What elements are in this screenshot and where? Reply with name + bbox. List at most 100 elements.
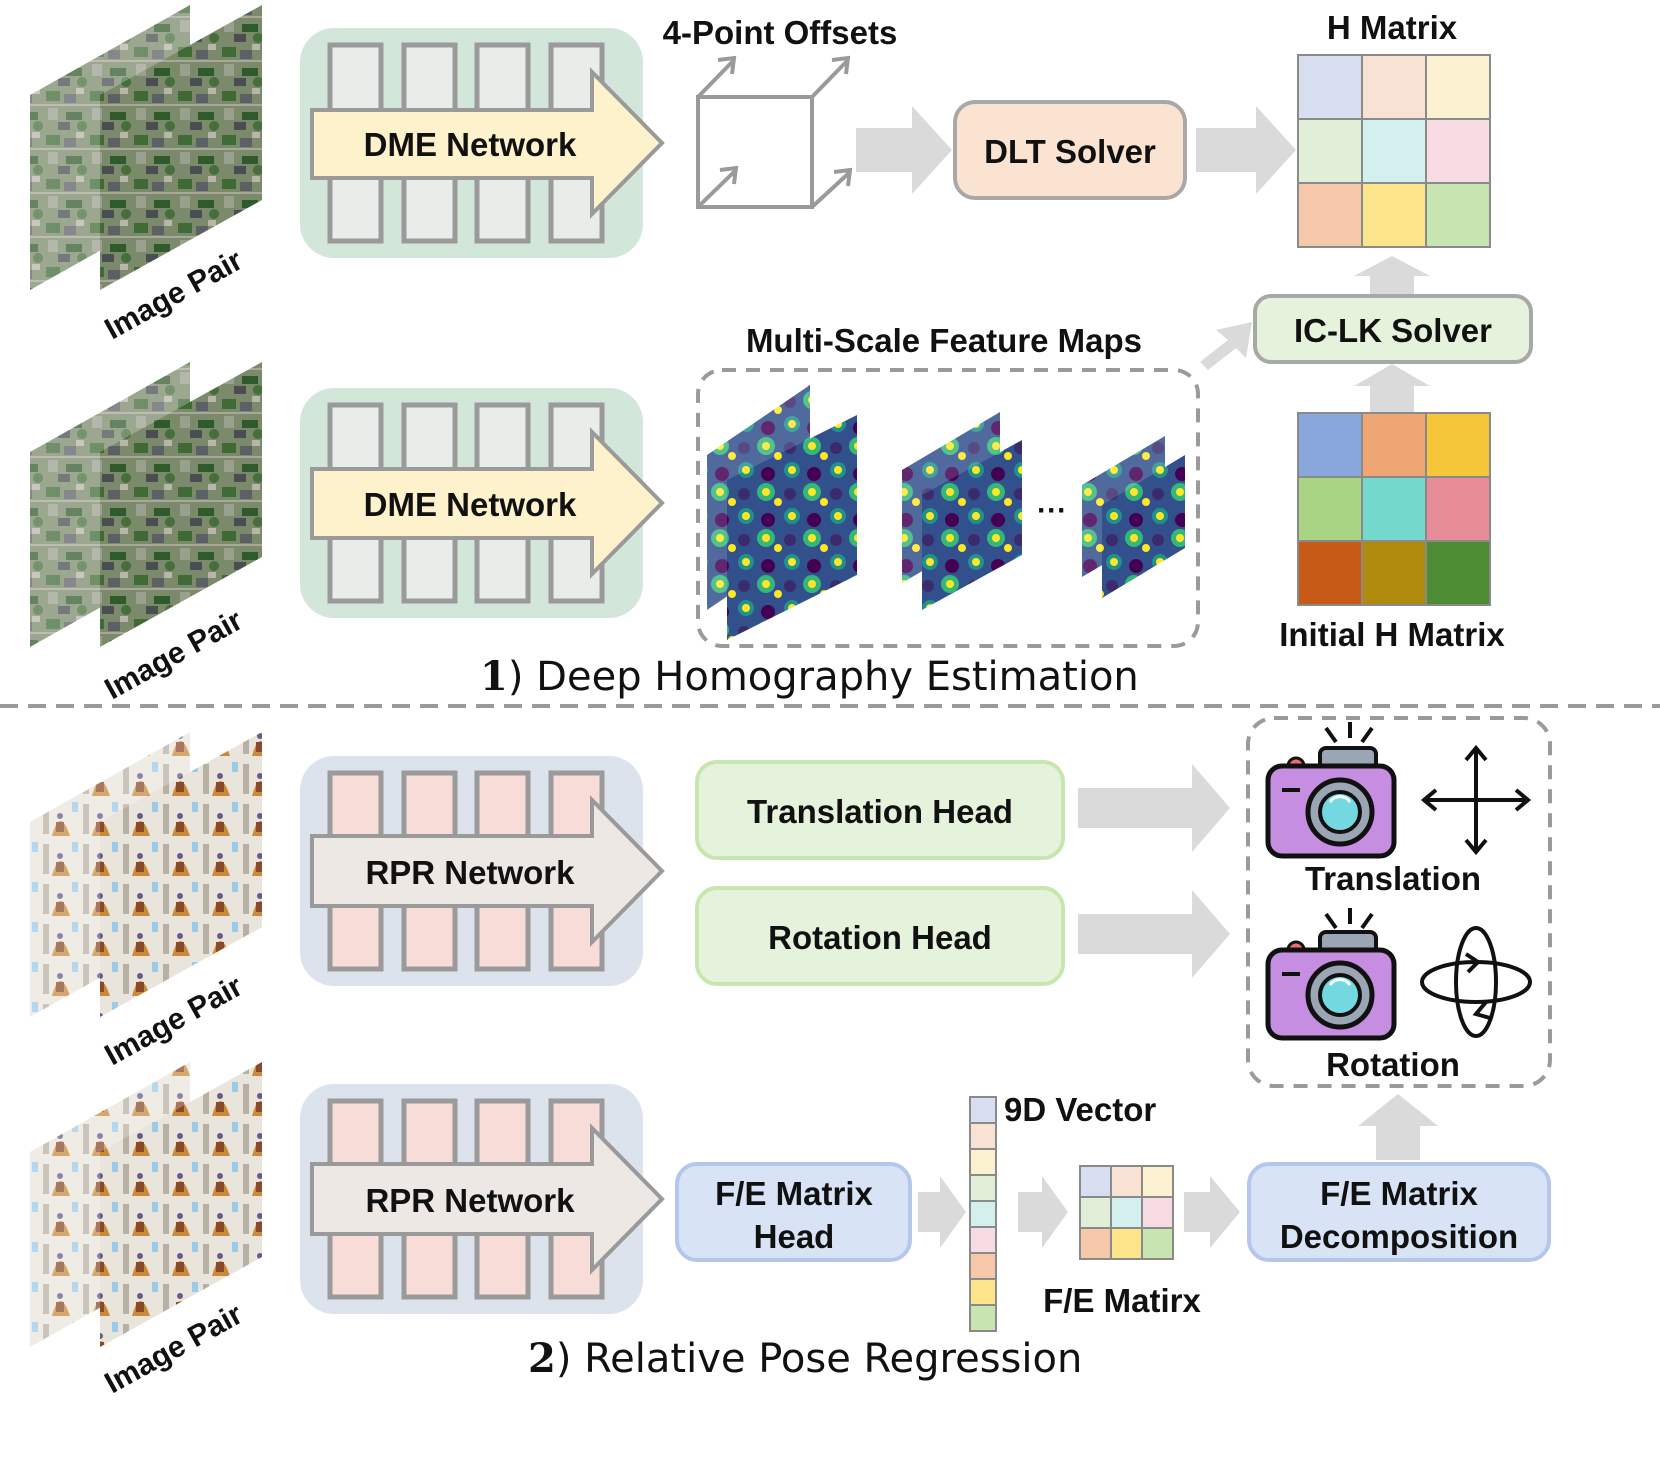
dme-network-block-top: DME Network	[300, 28, 665, 258]
matrix-cell	[1079, 1227, 1112, 1260]
rpr-network-label: RPR Network	[365, 1182, 575, 1219]
fe-matrix-head-box	[675, 1162, 912, 1262]
dme-network-block-bottom: DME Network	[300, 388, 665, 618]
matrix-cell	[1361, 54, 1427, 120]
matrix-cell	[1425, 54, 1491, 120]
matrix-cell	[969, 1148, 997, 1176]
matrix-cell	[1110, 1227, 1143, 1260]
network-arrow	[310, 67, 665, 219]
matrix-cell	[969, 1226, 997, 1254]
network-arrow	[310, 795, 665, 947]
translation-head-box	[695, 760, 1065, 860]
arrow-to-pose-output	[1358, 1094, 1438, 1160]
matrix-cell	[969, 1122, 997, 1150]
network-arrow	[310, 1123, 665, 1275]
rpr-network-label: RPR Network	[365, 854, 575, 891]
9d-vector-column	[969, 1096, 997, 1332]
arrow-to-decomposition	[1184, 1176, 1240, 1248]
dme-network-label: DME Network	[364, 126, 577, 163]
ellipsis: ···	[1037, 494, 1067, 527]
matrix-cell	[1079, 1196, 1112, 1229]
initial-h-matrix-label: Initial H Matrix	[1279, 616, 1505, 653]
rotation-head-label: Rotation Head	[768, 919, 992, 956]
matrix-cell	[1110, 1196, 1143, 1229]
translation-axes-icon	[1420, 744, 1532, 856]
iclk-solver-box	[1253, 294, 1533, 364]
rotation-axes-icon	[1420, 926, 1532, 1038]
arrow-to-h-matrix	[1196, 106, 1296, 194]
section-2-caption: 2) Relative Pose Regression	[528, 1335, 1082, 1382]
dme-network-label: DME Network	[364, 486, 577, 523]
matrix-cell	[1425, 412, 1491, 478]
matrix-cell	[1141, 1227, 1174, 1260]
four-point-offsets-label: 4-Point Offsets	[663, 14, 898, 51]
arrow-to-iclk	[1200, 322, 1252, 370]
matrix-cell	[1425, 540, 1491, 606]
h-matrix-label: H Matrix	[1327, 9, 1458, 46]
rotation-head-box	[695, 886, 1065, 986]
feature-maps-frame	[696, 368, 1200, 648]
feature-map-medium	[902, 412, 1022, 610]
9d-vector-label: 9D Vector	[1004, 1091, 1156, 1128]
matrix-cell	[1425, 476, 1491, 542]
translation-label: Translation	[1305, 860, 1481, 897]
arrow-to-9d-vector	[918, 1176, 966, 1248]
image-pair-aerial-bottom	[30, 362, 262, 647]
rpr-network-block-bottom: RPR Network	[300, 1084, 665, 1314]
matrix-cell	[1297, 540, 1363, 606]
matrix-cell	[1141, 1196, 1174, 1229]
rotation-label: Rotation	[1326, 1046, 1460, 1083]
fe-decomposition-line2: Decomposition	[1280, 1218, 1518, 1255]
matrix-cell	[1297, 182, 1363, 248]
matrix-cell	[1297, 54, 1363, 120]
image-pair-aerial-top	[30, 5, 262, 290]
h-matrix-grid	[1297, 54, 1491, 248]
feature-map-small	[1082, 436, 1185, 598]
matrix-cell	[1361, 412, 1427, 478]
matrix-cell	[1297, 476, 1363, 542]
matrix-cell	[1297, 412, 1363, 478]
dlt-solver-label: DLT Solver	[984, 133, 1156, 170]
matrix-cell	[969, 1252, 997, 1280]
fe-matrix-grid	[1079, 1165, 1174, 1260]
camera-icon	[1265, 722, 1397, 859]
fe-matrix-label: F/E Matirx	[1043, 1282, 1201, 1319]
fe-decomposition-line1: F/E Matrix	[1320, 1175, 1478, 1212]
fe-matrix-head-line2: Head	[754, 1218, 835, 1255]
matrix-cell	[1110, 1165, 1143, 1198]
matrix-cell	[969, 1174, 997, 1202]
matrix-cell	[1297, 118, 1363, 184]
image-pair-cathedral-top	[30, 732, 262, 1017]
iclk-solver-label: IC-LK Solver	[1294, 312, 1492, 349]
matrix-cell	[1079, 1165, 1112, 1198]
matrix-cell	[1425, 182, 1491, 248]
image-pair-cathedral-bottom	[30, 1062, 262, 1347]
pose-output-frame	[1246, 716, 1552, 1088]
arrow-to-iclk-up	[1354, 364, 1430, 412]
matrix-cell	[969, 1200, 997, 1228]
matrix-cell	[969, 1278, 997, 1306]
fe-matrix-head-line1: F/E Matrix	[715, 1175, 873, 1212]
initial-h-matrix-grid	[1297, 412, 1491, 606]
translation-head-label: Translation Head	[747, 793, 1013, 830]
matrix-cell	[1361, 118, 1427, 184]
four-point-offsets-icon	[696, 55, 853, 209]
feature-map-large	[707, 385, 857, 640]
arrow-to-fe-matrix	[1018, 1176, 1068, 1248]
matrix-cell	[1141, 1165, 1174, 1198]
dlt-solver-box	[953, 100, 1187, 200]
arrow-to-rotation	[1078, 890, 1230, 978]
arrow-to-h-matrix-up	[1354, 256, 1430, 296]
matrix-cell	[1361, 540, 1427, 606]
rpr-network-block-top: RPR Network	[300, 756, 665, 986]
matrix-cell	[969, 1096, 997, 1124]
arrow-to-translation	[1078, 764, 1230, 852]
network-arrow	[310, 427, 665, 579]
arrow-to-dlt	[856, 106, 952, 194]
section-1-caption: 1) Deep Homography Estimation	[480, 653, 1139, 700]
matrix-cell	[1425, 118, 1491, 184]
camera-icon	[1265, 908, 1397, 1041]
matrix-cell	[1361, 476, 1427, 542]
fe-decomposition-box	[1247, 1162, 1551, 1262]
